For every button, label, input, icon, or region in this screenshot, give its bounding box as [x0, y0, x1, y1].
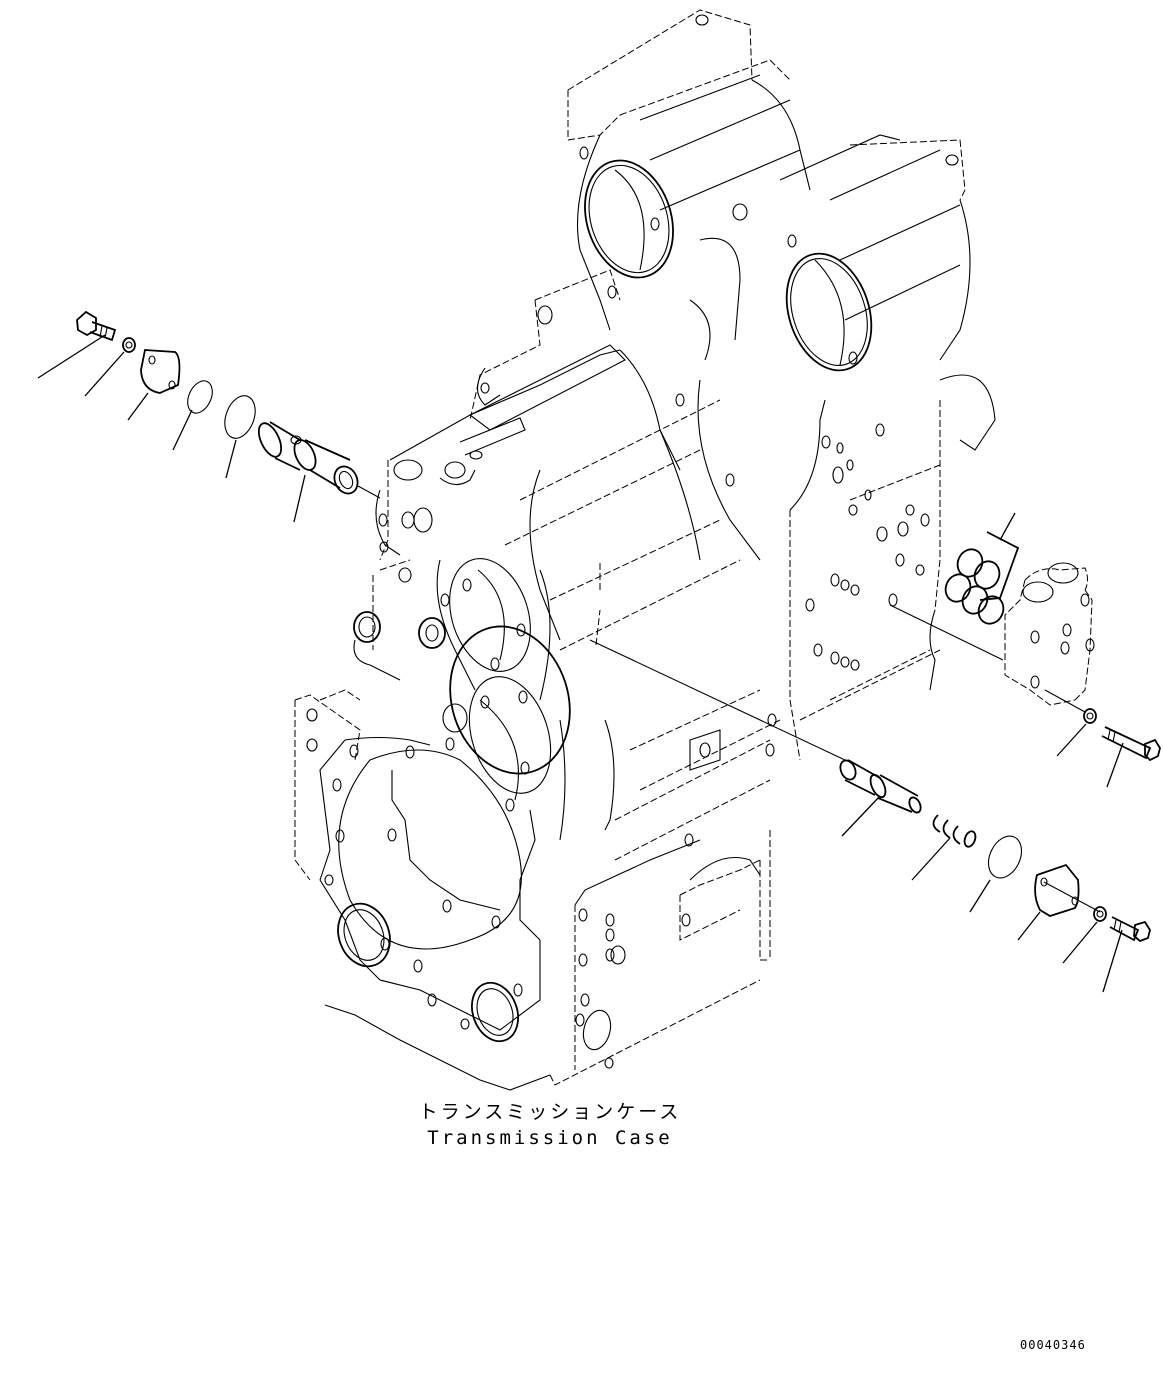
- leader-line: [969, 879, 991, 913]
- leader-line: [1062, 921, 1098, 964]
- left-valve-group: [37, 310, 381, 523]
- leader-line: [84, 351, 125, 397]
- leader-line: [1102, 929, 1123, 993]
- washer-icon: [122, 337, 136, 353]
- drawing-number: 00040346: [1020, 1338, 1086, 1352]
- washer-icon: [1093, 906, 1107, 922]
- transmission-case: [294, 9, 996, 1091]
- leader-line: [911, 837, 951, 881]
- o-ring-large-icon: [224, 395, 256, 439]
- leader-line: [841, 795, 881, 837]
- main-assembly-label-jp: トランスミッションケース: [418, 1101, 682, 1123]
- valve-spool-icon: [257, 421, 359, 495]
- bolt-icon: [1101, 726, 1161, 762]
- leader-line: [37, 334, 106, 379]
- leader-line: [1017, 911, 1041, 941]
- leader-line: [225, 439, 237, 479]
- main-assembly-label-en: Transmission Case: [427, 1127, 673, 1149]
- leader-line: [1106, 742, 1124, 788]
- leader-line: [1056, 723, 1087, 757]
- right-control-valve-group: [889, 512, 1161, 788]
- gasket-with-o-rings-icon: [944, 531, 1020, 625]
- o-ring-icon: [987, 835, 1023, 879]
- leader-line: [999, 512, 1016, 541]
- washer-icon: [1083, 708, 1097, 724]
- assembly-line: [1044, 689, 1086, 713]
- assembly-line: [357, 485, 381, 499]
- spring-icon: [932, 814, 977, 848]
- assembly-line: [589, 639, 846, 761]
- lower-right-valve-group: [589, 639, 1151, 993]
- o-ring-small-icon: [187, 380, 213, 414]
- control-valve-icon: [1004, 562, 1095, 706]
- leader-line: [293, 474, 306, 523]
- leader-line: [172, 409, 193, 451]
- assembly-line: [889, 604, 1004, 661]
- leader-line: [127, 392, 149, 421]
- cover-plate-icon: [1034, 863, 1101, 917]
- valve-piston-icon: [839, 759, 922, 814]
- bolt-icon: [76, 310, 117, 342]
- cover-plate-icon: [140, 349, 181, 394]
- bolt-icon: [1109, 916, 1151, 943]
